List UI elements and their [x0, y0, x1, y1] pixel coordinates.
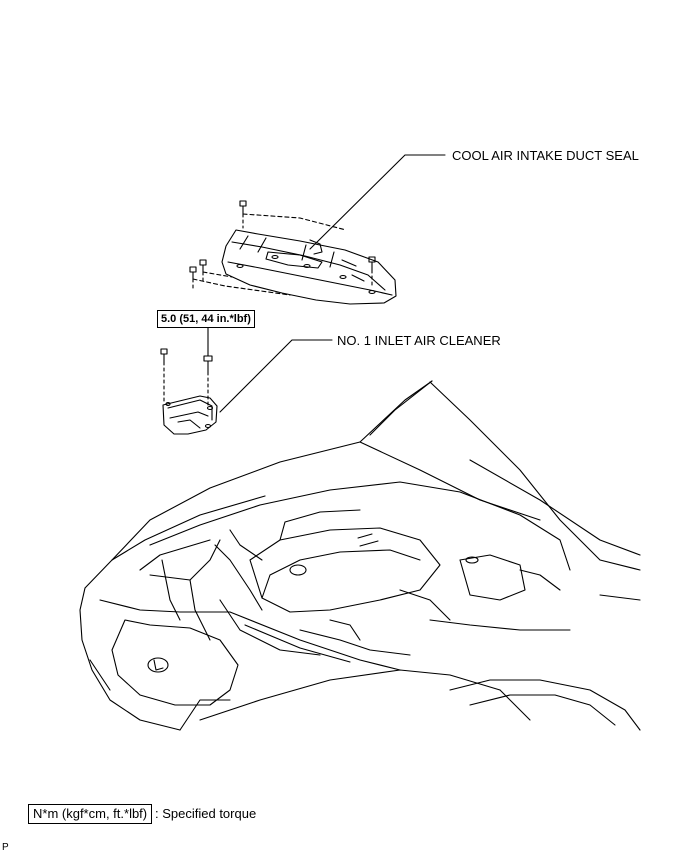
- legend-units-box: N*m (kgf*cm, ft.*lbf): [28, 804, 153, 825]
- emblem: [147, 657, 169, 673]
- inlet-cleaner-label: NO. 1 INLET AIR CLEANER: [337, 333, 501, 348]
- inlet-cleaner-bolts: [160, 348, 213, 406]
- inlet-cleaner-leader: [219, 339, 333, 413]
- clip-left-2: [189, 266, 197, 291]
- duct-seal-label: COOL AIR INTAKE DUCT SEAL: [452, 148, 639, 163]
- clip-right: [368, 256, 376, 287]
- vehicle-illustration: [79, 380, 641, 731]
- legend-meaning: : Specified torque: [155, 806, 257, 821]
- bolt-torque: [203, 355, 213, 406]
- page-code: P: [2, 842, 9, 853]
- clip-left-1: [199, 259, 207, 282]
- duct-seal-part: [221, 229, 397, 305]
- inlet-cleaner-part: [162, 395, 218, 435]
- duct-seal-leader: [309, 154, 446, 250]
- duct-seal-clips: [189, 200, 376, 296]
- clip-top: [239, 200, 247, 229]
- clip-cleaner: [160, 348, 168, 405]
- torque-spec-box: 5.0 (51, 44 in.*lbf): [157, 310, 255, 329]
